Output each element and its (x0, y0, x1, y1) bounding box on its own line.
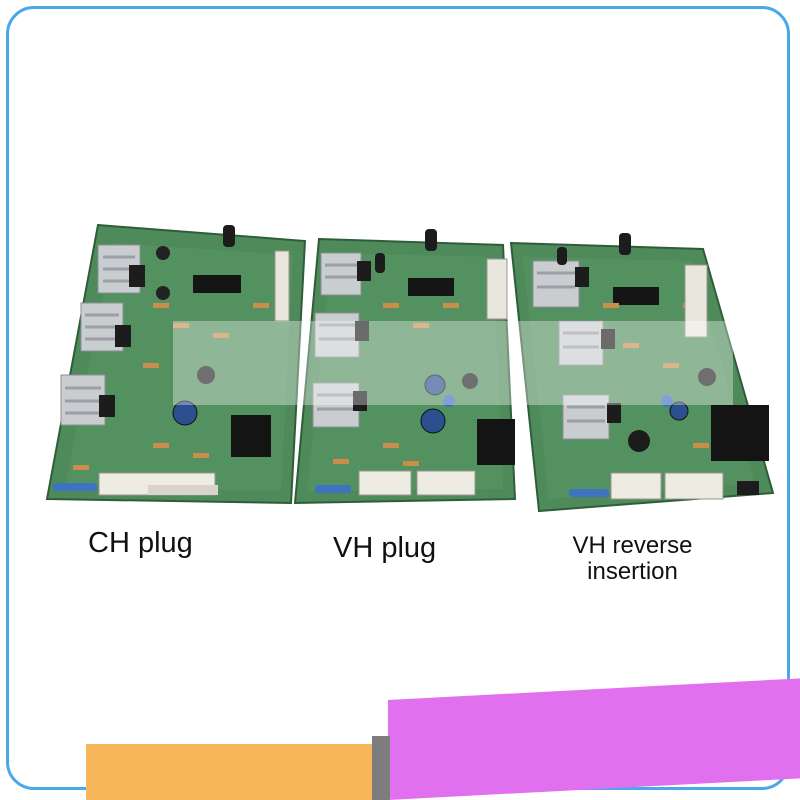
watermark (173, 321, 733, 405)
label-ch-plug: CH plug (88, 527, 193, 559)
label-vh-reverse-insertion: VH reverse insertion (560, 532, 705, 586)
relay (231, 415, 271, 457)
ic-chip (408, 278, 454, 296)
pcb-board-ch (45, 223, 307, 505)
ic-chip (613, 287, 659, 305)
label-vh-plug: VH plug (333, 532, 437, 564)
pcb-board-vh (293, 229, 517, 505)
label-line-1: VH reverse (572, 532, 693, 559)
label-line-2: insertion (587, 558, 678, 586)
image-frame (6, 6, 790, 790)
decorative-band-grey (372, 736, 390, 800)
pcb-board-vh-reverse (509, 233, 775, 513)
relay (477, 419, 515, 465)
relay (711, 405, 769, 461)
decorative-band-orange (86, 744, 386, 800)
ic-chip (193, 275, 241, 293)
pcb-photo (45, 223, 775, 513)
